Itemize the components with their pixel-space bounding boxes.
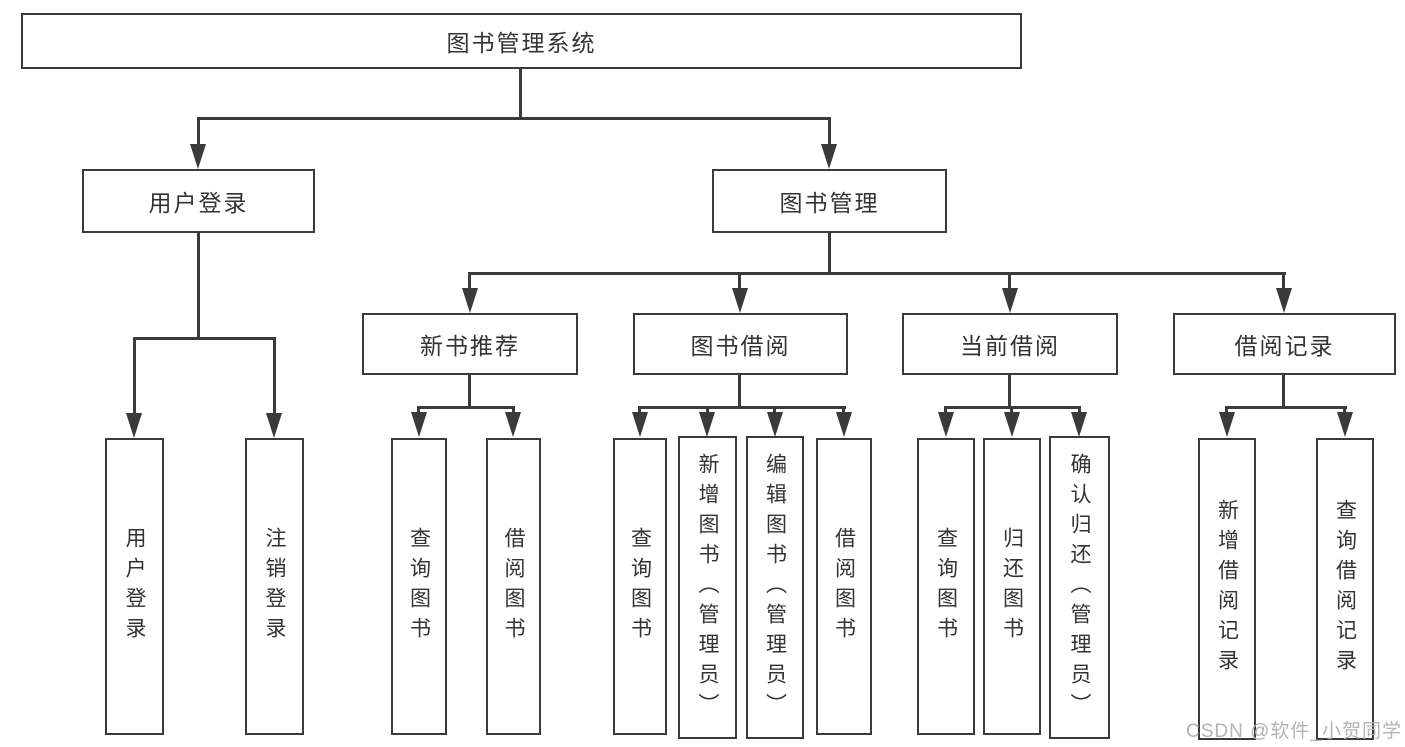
csdn-watermark: CSDN @软件_小贺同学	[1186, 721, 1402, 742]
connector-user-bar	[133, 337, 276, 340]
node-label: 归还图书	[1000, 526, 1024, 647]
connector-g1-c1	[417, 406, 420, 414]
connector-g2-c3	[773, 406, 776, 414]
node-label: 新书推荐	[420, 333, 520, 359]
connector-g2-c1	[638, 406, 641, 414]
connector-g3-c2	[1010, 406, 1013, 414]
arrowhead-down	[632, 412, 648, 437]
arrowhead-down	[1002, 288, 1018, 313]
node-logout-leaf: 注销登录	[245, 438, 304, 735]
arrowhead-down	[1337, 412, 1353, 437]
node-book-borrow: 图书借阅	[633, 313, 848, 375]
node-label: 借阅图书	[832, 526, 856, 647]
connector-user-child2	[273, 337, 276, 415]
node-label: 注销登录	[263, 526, 286, 647]
arrowhead-down	[821, 144, 837, 169]
connector-group3-stub	[1008, 272, 1011, 292]
node-query-books-borrow: 查询图书	[613, 438, 667, 735]
node-label: 当前借阅	[960, 333, 1060, 359]
connector-level2-bar	[468, 272, 1286, 275]
node-user-login: 用户登录	[82, 169, 315, 233]
arrowhead-down	[836, 412, 852, 437]
node-label: 图书借阅	[690, 333, 791, 359]
node-book-management: 图书管理	[712, 169, 947, 233]
node-label: 确认归还（管理员）	[1068, 452, 1091, 723]
node-label: 查询图书	[628, 526, 652, 647]
arrowhead-down	[505, 412, 521, 437]
connector-g2-c2	[706, 406, 709, 414]
node-library-management-system: 图书管理系统	[21, 13, 1022, 69]
node-query-books-recommend: 查询图书	[391, 438, 447, 735]
node-label: 查询图书	[934, 526, 958, 647]
connector-g1-c2	[512, 406, 515, 414]
node-label: 编辑图书（管理员）	[763, 452, 787, 723]
connector-book-stub	[828, 117, 831, 148]
arrowhead-down	[938, 412, 954, 437]
arrowhead-down	[699, 412, 715, 437]
connector-user-stub	[197, 117, 200, 148]
connector-group4-stub	[1282, 272, 1285, 292]
node-label: 新增借阅记录	[1215, 499, 1239, 679]
node-label: 查询图书	[407, 526, 431, 647]
node-query-borrow-record: 查询借阅记录	[1316, 438, 1374, 740]
node-borrow-books-recommend: 借阅图书	[486, 438, 541, 735]
arrowhead-down	[732, 288, 748, 313]
arrowhead-down	[266, 413, 282, 438]
node-new-book-recommend: 新书推荐	[362, 313, 578, 375]
node-query-books-current: 查询图书	[917, 438, 975, 735]
connector-user-trunk	[197, 233, 200, 339]
arrowhead-down	[126, 413, 142, 438]
arrowhead-down	[1276, 288, 1292, 313]
node-label: 图书管理	[779, 190, 880, 216]
arrowhead-down	[190, 144, 206, 169]
node-confirm-return-admin: 确认归还（管理员）	[1049, 436, 1110, 739]
node-label: 查询借阅记录	[1333, 499, 1357, 679]
node-borrow-records: 借阅记录	[1173, 313, 1396, 375]
connector-g3-c3	[1078, 406, 1081, 414]
node-current-borrow: 当前借阅	[902, 313, 1118, 375]
node-label: 借阅记录	[1234, 333, 1335, 359]
node-label: 图书管理系统	[446, 30, 597, 56]
connector-g3-trunk	[1008, 375, 1011, 408]
connector-g2-c4	[842, 406, 845, 414]
connector-level1-bar	[197, 117, 831, 120]
arrowhead-down	[1071, 412, 1087, 437]
connector-g2-bar	[638, 406, 846, 409]
arrowhead-down	[1219, 412, 1235, 437]
connector-g4-bar	[1225, 406, 1347, 409]
connector-g3-c1	[944, 406, 947, 414]
arrowhead-down	[462, 288, 478, 313]
node-label: 借阅图书	[502, 526, 525, 647]
node-edit-book-admin: 编辑图书（管理员）	[746, 436, 804, 739]
node-label: 新增图书（管理员）	[696, 452, 719, 723]
connector-g4-trunk	[1282, 375, 1285, 408]
node-label: 用户登录	[148, 190, 249, 216]
node-user-login-leaf: 用户登录	[105, 438, 164, 735]
connector-group2-stub	[738, 272, 741, 292]
connector-g4-c1	[1225, 406, 1228, 414]
connector-g1-bar	[417, 406, 515, 409]
arrowhead-down	[1004, 412, 1020, 437]
connector-g1-trunk	[468, 375, 471, 408]
connector-group1-stub	[468, 272, 471, 292]
connector-book-trunk	[828, 233, 831, 274]
connector-g2-trunk	[738, 375, 741, 408]
node-borrow-book-leaf: 借阅图书	[816, 438, 872, 735]
node-add-borrow-record: 新增借阅记录	[1198, 438, 1256, 740]
node-add-book-admin: 新增图书（管理员）	[678, 436, 737, 739]
arrowhead-down	[411, 412, 427, 437]
arrowhead-down	[767, 412, 783, 437]
node-return-book: 归还图书	[983, 438, 1041, 735]
node-label: 用户登录	[123, 526, 146, 647]
connector-user-child1	[133, 337, 136, 415]
connector-root-trunk	[519, 69, 522, 119]
connector-g4-c2	[1343, 406, 1346, 414]
